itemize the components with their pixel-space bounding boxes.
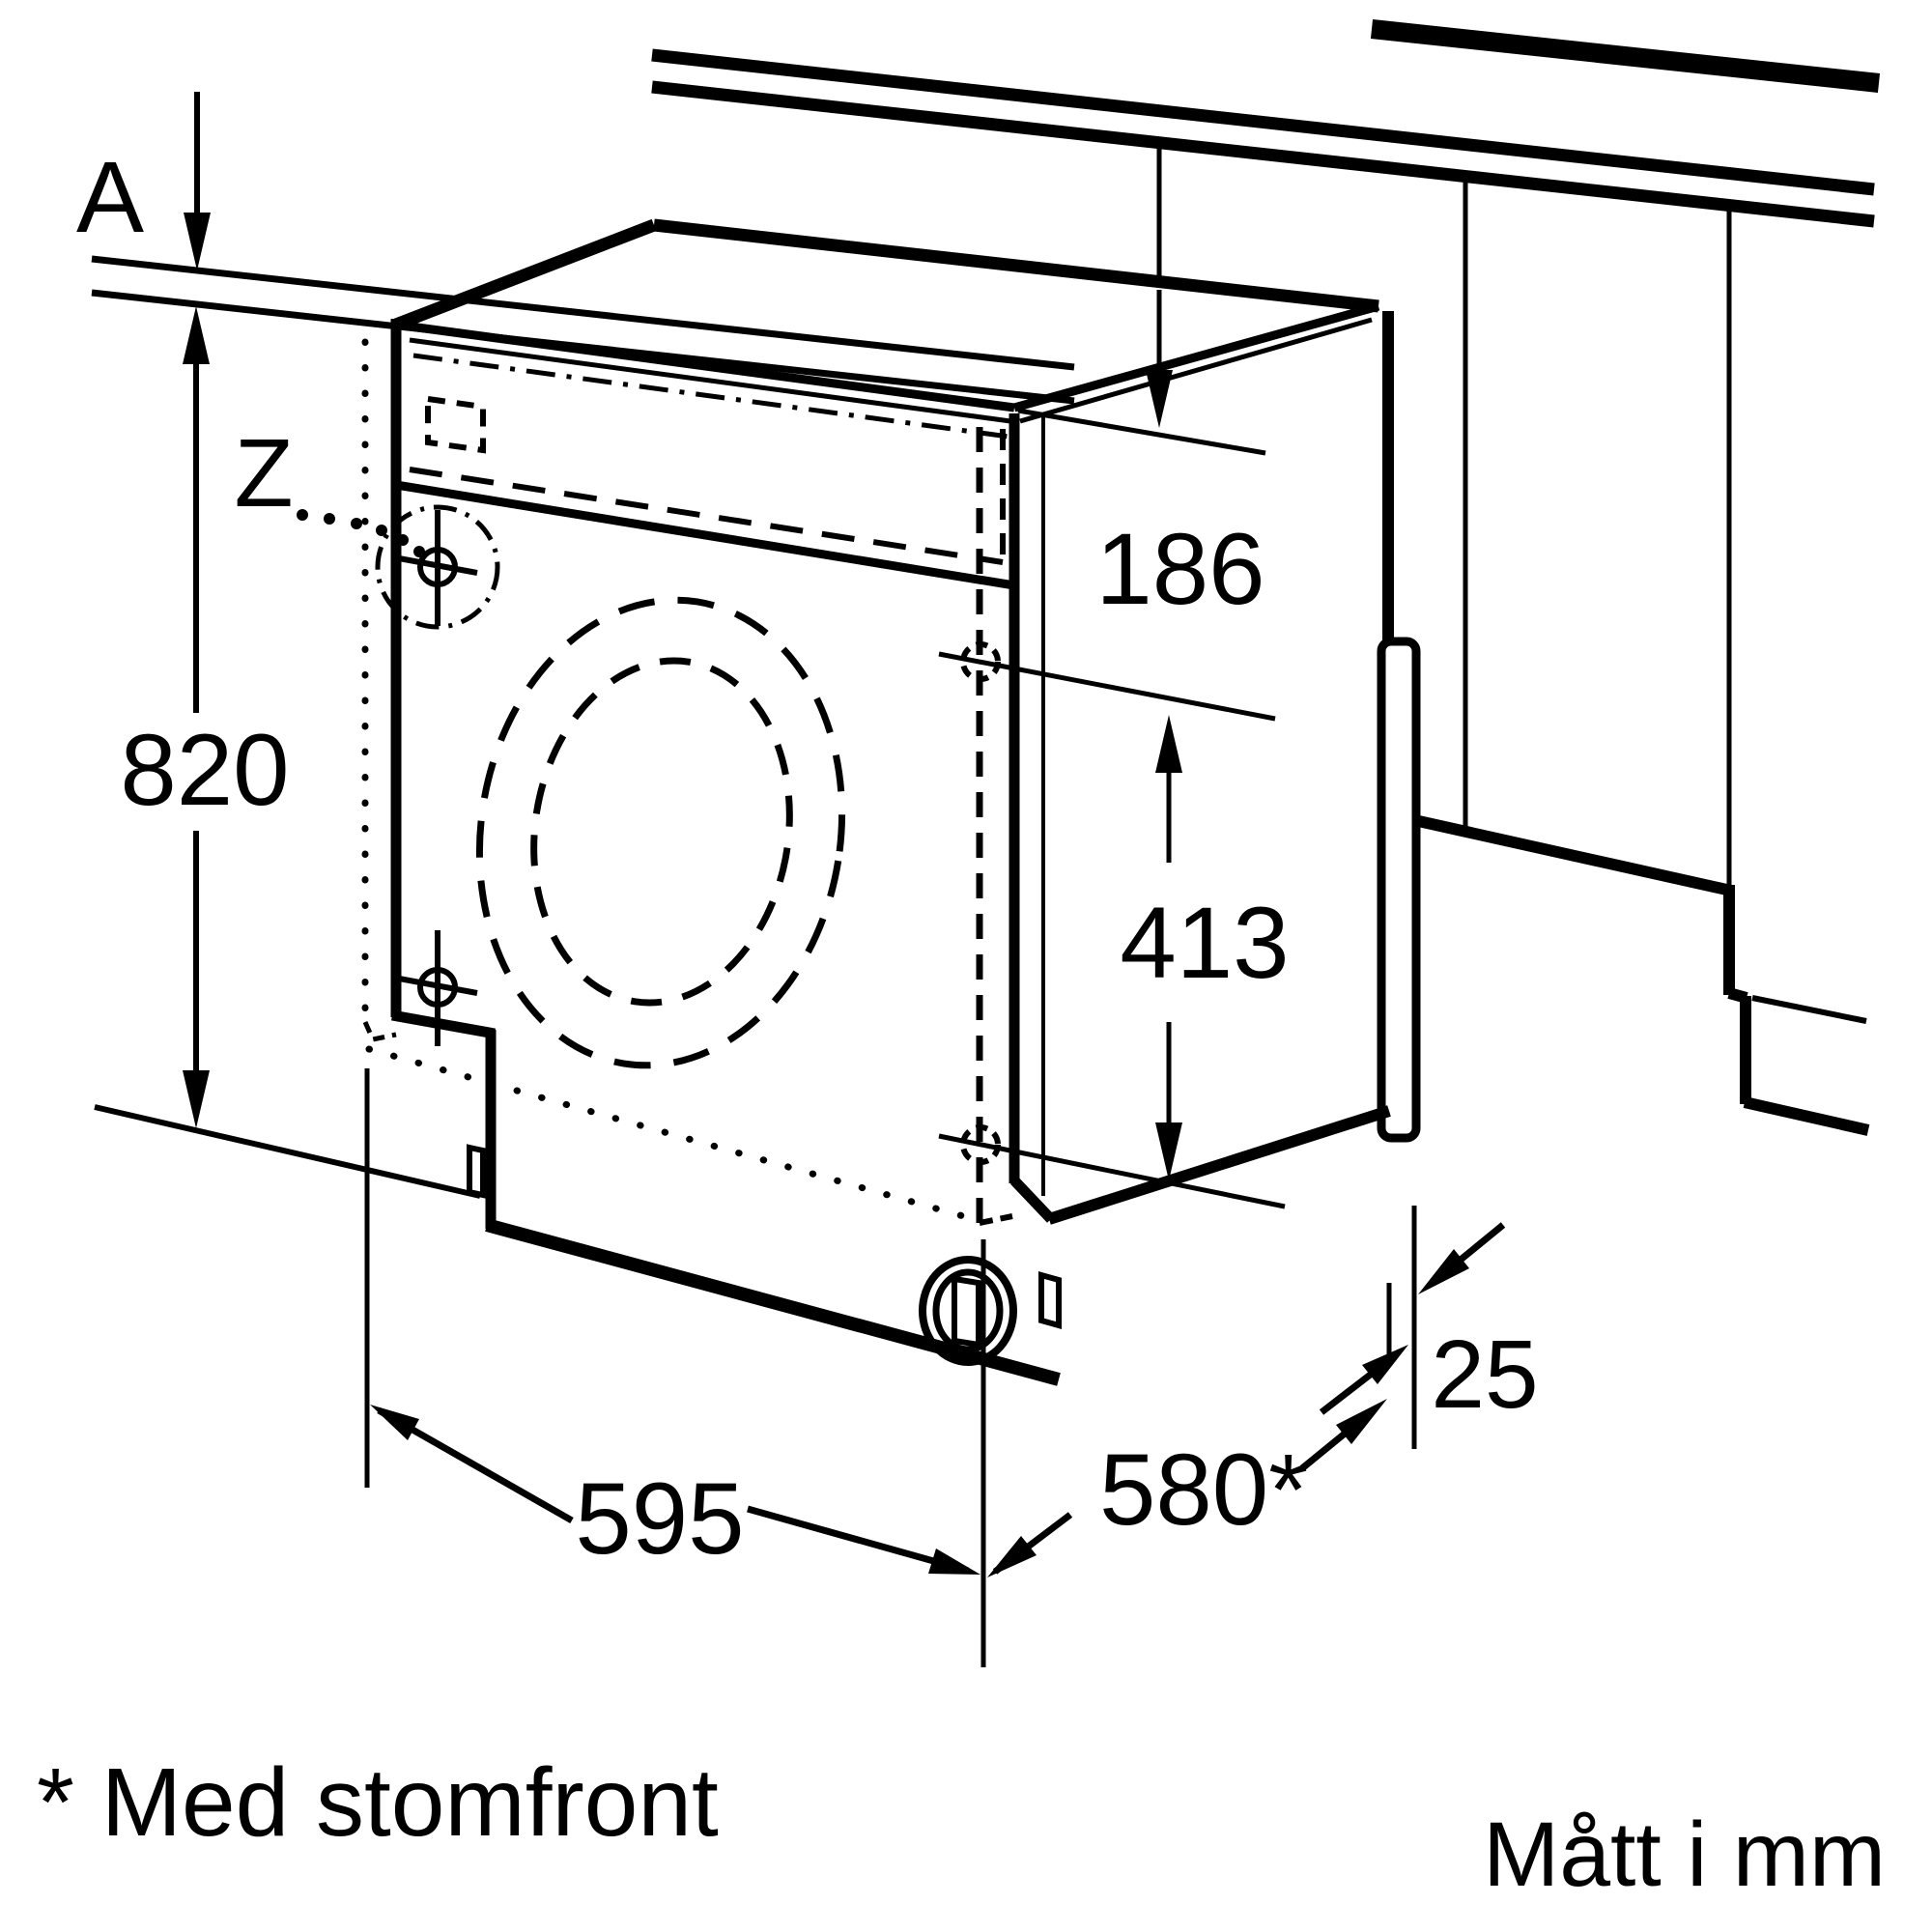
- pump-cover-outer: [919, 1256, 1017, 1366]
- floor-reference-line: [94, 1104, 481, 1199]
- adjacent-cabinet-profile: [1412, 174, 1870, 1136]
- upper-hole-reference-line: [938, 651, 1276, 722]
- panel-window-bottom-dashed: [409, 467, 1004, 565]
- dimension-186: [1146, 145, 1173, 428]
- hole-crosshair: [398, 555, 478, 576]
- pump-cover-inner: [932, 1268, 1004, 1353]
- door-bottom-dotted-edge: [365, 1045, 978, 1223]
- door-outer-ring: [475, 596, 846, 1069]
- drum-door: [475, 596, 846, 1069]
- arrow-up-icon: [183, 306, 210, 364]
- arrow-right-icon: [1336, 1399, 1387, 1444]
- top-corner-reference-line: [1017, 408, 1266, 456]
- arrow-left-icon: [1418, 1249, 1469, 1294]
- panel-bottom-edge: [395, 480, 1015, 590]
- detail-z-circle: [375, 504, 500, 630]
- dimension-595-580: [364, 1068, 1408, 1667]
- leader-dot: [351, 518, 362, 529]
- arrow-right-icon: [928, 1548, 980, 1575]
- worktop-edge-line: [1370, 19, 1881, 93]
- fixing-holes: [375, 408, 1286, 1209]
- arrow-down-icon: [1155, 1122, 1182, 1180]
- dimension-label-186: 186: [1095, 513, 1264, 626]
- leader-dot: [324, 513, 335, 525]
- door-corner-dashes: [979, 1213, 1013, 1226]
- plinth-slot: [467, 1144, 486, 1199]
- cabinet-bottom-edge: [1412, 814, 1733, 896]
- dimension-label-25: 25: [1431, 1321, 1538, 1429]
- fixing-hole-icon: [960, 641, 1001, 682]
- pump-cover-handle: [952, 1275, 981, 1349]
- dimension-label-580: 580*: [1099, 1434, 1308, 1547]
- dimension-820: [94, 306, 481, 1199]
- leader-dot: [376, 525, 387, 536]
- dimension-413: [1155, 715, 1182, 1180]
- side-top-edge: [1012, 301, 1380, 412]
- leader-dot: [297, 509, 308, 521]
- hinge-bracket: [1377, 637, 1421, 1143]
- label-detail-z: Z: [234, 419, 293, 527]
- top-rear-left-edge: [393, 218, 657, 331]
- furniture-front-hidden-edges: [361, 338, 1013, 1226]
- fixing-hole-icon: [960, 1124, 1001, 1165]
- plinth-details: [467, 1144, 1062, 1366]
- bottom-corner-notch: [1010, 1177, 1055, 1223]
- arrow-down-icon: [1146, 370, 1173, 428]
- door-inner-ring: [530, 657, 793, 1007]
- control-panel: [395, 353, 1015, 590]
- arrow-down-icon: [184, 213, 211, 270]
- front-top-edge: [395, 320, 1015, 412]
- arrow-down-icon: [183, 1070, 210, 1128]
- cabinet-floor-line: [1751, 995, 1867, 1024]
- worktop-lines: [651, 19, 1881, 228]
- side-top-rim-line: [1019, 317, 1373, 424]
- detail-z-leader: [297, 509, 425, 557]
- plinth-bottom-edge: [485, 1218, 1061, 1386]
- side-slot: [1038, 1271, 1062, 1329]
- dimension-25: [1299, 1206, 1506, 1471]
- machine-body: [390, 218, 1421, 1386]
- dimension-label-820: 820: [120, 714, 289, 827]
- front-bottom-edge: [391, 1009, 496, 1039]
- hole-crosshair: [398, 976, 478, 996]
- lower-hole-reference-line: [938, 1133, 1286, 1209]
- diagram-labels: A Z 820 186 413 25 595 580* * Med stomfr…: [37, 141, 1886, 1906]
- dimension-label-413: 413: [1120, 887, 1289, 1000]
- leader-dot: [413, 546, 425, 557]
- panel-dash-dot-line: [412, 353, 1009, 440]
- display-cutout: [425, 395, 486, 454]
- arrow-up-icon: [1155, 715, 1182, 773]
- units-note: Mått i mm: [1483, 1804, 1886, 1906]
- arrow-right-icon: [1362, 1345, 1408, 1384]
- label-gap-a: A: [76, 141, 144, 254]
- front-top-rim-line: [409, 337, 1011, 424]
- worktop-underside-line: [651, 80, 1875, 228]
- cabinet-plinth-edge: [1743, 1096, 1870, 1136]
- worktop-underside-line: [651, 48, 1875, 196]
- door-corner-dashes: [362, 1020, 397, 1042]
- dimension-line: [992, 1512, 1073, 1575]
- dimension-line: [747, 1505, 969, 1575]
- gap-a-upper-line: [91, 255, 1075, 371]
- side-bottom-edge: [1047, 1105, 1391, 1225]
- leader-dot: [397, 534, 409, 546]
- footnote: * Med stomfront: [37, 1748, 719, 1857]
- dimension-label-595: 595: [575, 1463, 744, 1576]
- dimension-line: [377, 1406, 574, 1524]
- top-rear-right-edge: [653, 218, 1379, 313]
